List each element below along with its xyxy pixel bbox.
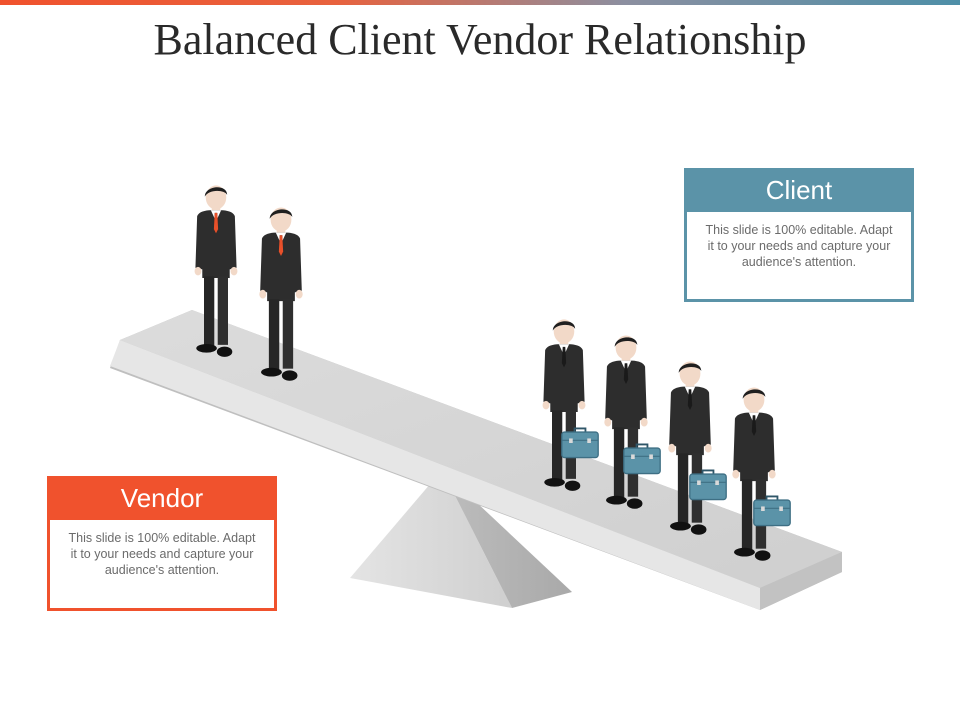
vendor-heading: Vendor <box>47 476 277 520</box>
client-card: Client This slide is 100% editable. Adap… <box>684 168 914 302</box>
vendor-card: Vendor This slide is 100% editable. Adap… <box>47 476 277 611</box>
client-description: This slide is 100% editable. Adapt it to… <box>705 223 893 269</box>
top-accent-bar <box>0 0 960 5</box>
briefcase-icon <box>622 443 662 475</box>
briefcase-icon <box>688 469 728 501</box>
seesaw-beam <box>110 310 842 610</box>
fulcrum <box>350 470 572 608</box>
client-heading: Client <box>684 168 914 212</box>
slide-title: Balanced Client Vendor Relationship <box>153 15 807 64</box>
briefcase-icon <box>560 427 600 459</box>
vendor-description: This slide is 100% editable. Adapt it to… <box>68 531 256 577</box>
briefcase-icon <box>752 495 792 527</box>
